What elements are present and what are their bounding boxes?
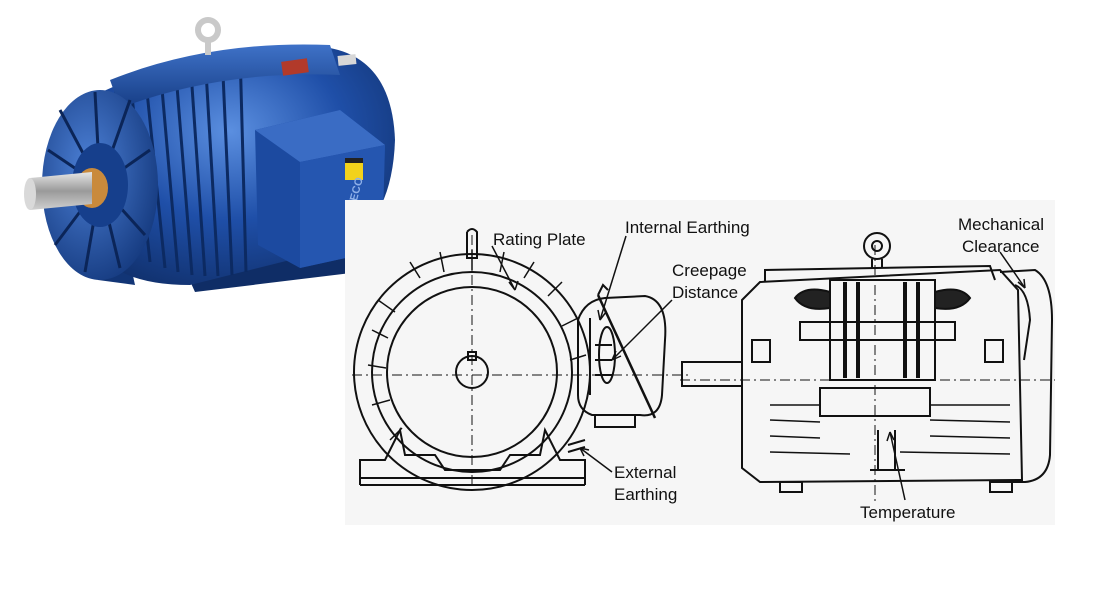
leader-lines <box>491 235 1026 501</box>
leader-temperature <box>889 431 906 501</box>
leader-mechanical <box>999 251 1026 289</box>
motor-photo: TECO <box>24 17 395 292</box>
leader-external-earthing <box>579 447 613 473</box>
leader-rating-plate <box>491 245 516 291</box>
side-view <box>680 232 1055 505</box>
warning-sticker <box>345 158 363 180</box>
callout-labels: Rating Plate Internal Earthing Creepage … <box>493 215 1044 522</box>
label-temperature: Temperature <box>860 503 955 522</box>
label-rating-plate: Rating Plate <box>493 230 586 249</box>
label-external-line1: External <box>614 463 676 482</box>
label-creepage-line2: Distance <box>672 283 738 302</box>
label-external-line2: Earthing <box>614 485 677 504</box>
label-mechanical-line1: Mechanical <box>958 215 1044 234</box>
lifting-eye <box>195 17 221 55</box>
motor-shaft <box>30 172 92 210</box>
motor-nameplate <box>281 58 309 76</box>
label-internal-earthing: Internal Earthing <box>625 218 750 237</box>
technical-drawing <box>345 200 1055 525</box>
label-mechanical-line2: Clearance <box>962 237 1040 256</box>
leader-internal-earthing <box>599 235 627 321</box>
leader-creepage <box>611 299 673 361</box>
label-creepage-line1: Creepage <box>672 261 747 280</box>
